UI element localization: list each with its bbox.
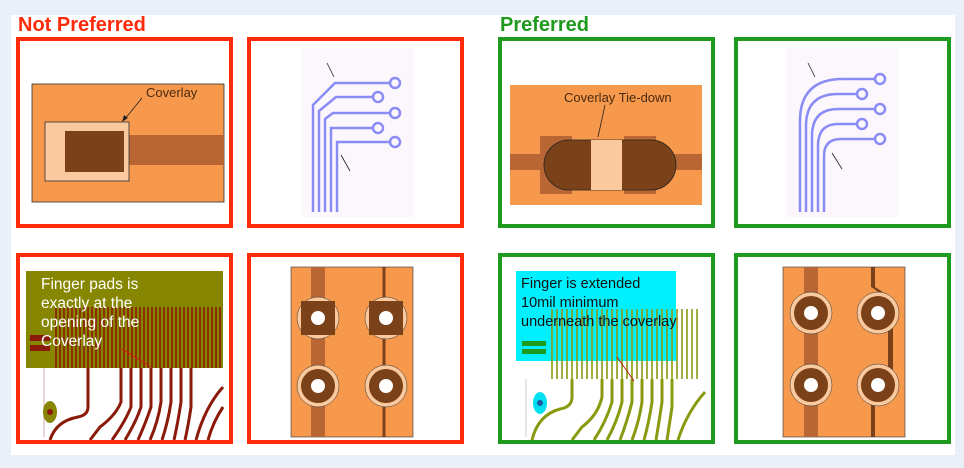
- not-preferred-finger-pads-diagram: Finger pads is exactly at the opening of…: [16, 253, 233, 444]
- note-line: Coverlay: [41, 333, 103, 350]
- not-preferred-pad-diagram: [247, 253, 464, 444]
- preferred-curved-trace-diagram: [734, 37, 951, 228]
- finger-extended-note: Finger is extended 10mil minimum underne…: [521, 275, 677, 332]
- coverlay-tie-down-label: Coverlay Tie-down: [564, 90, 672, 105]
- not-preferred-heading: Not Preferred: [18, 14, 146, 36]
- note-line: opening of the: [41, 314, 140, 331]
- preferred-pad-teardrop-diagram: [734, 253, 951, 444]
- note-line: exactly at the: [41, 295, 133, 312]
- preferred-heading: Preferred: [500, 14, 589, 36]
- finger-pads-note: Finger pads is exactly at the opening of…: [41, 275, 139, 351]
- preferred-finger-extended-diagram: Finger is extended 10mil minimum underne…: [498, 253, 715, 444]
- note-line: Finger pads is: [41, 276, 139, 293]
- preferred-coverlay-tie-down-diagram: Coverlay Tie-down: [498, 37, 715, 228]
- note-line: Finger is extended: [521, 276, 641, 292]
- coverlay-label: Coverlay: [146, 85, 198, 100]
- not-preferred-trace-corner-diagram: [247, 37, 464, 228]
- not-preferred-coverlay-diagram: Coverlay: [16, 37, 233, 228]
- note-line: underneath the coverlay: [521, 314, 677, 330]
- note-line: 10mil minimum: [521, 295, 619, 311]
